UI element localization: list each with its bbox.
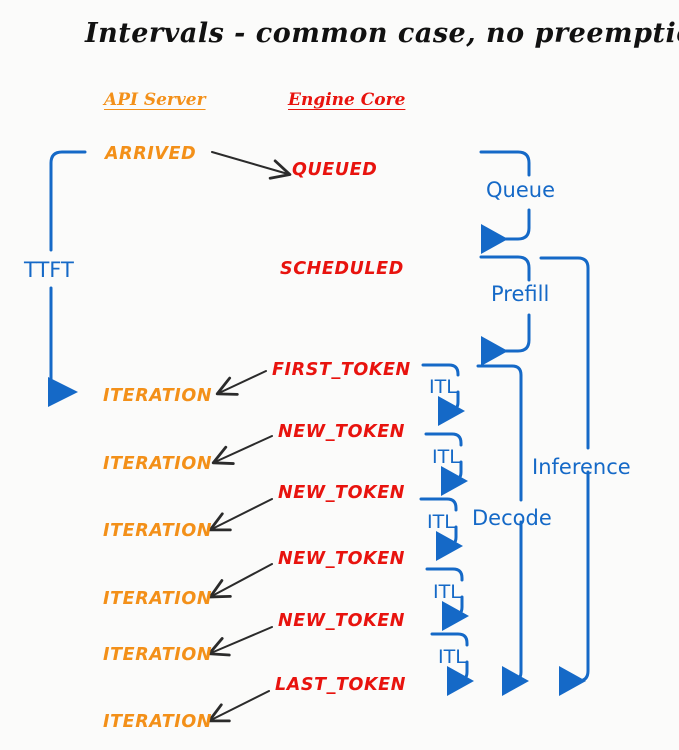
- interval-label-itl-5: ITL: [438, 646, 466, 668]
- interval-label-inference: Inference: [532, 455, 631, 479]
- arrow-new-token-to-iteration-2: [208, 498, 273, 532]
- state-iteration-3: ITERATION: [103, 521, 213, 541]
- state-arrived: ARRIVED: [105, 144, 197, 164]
- interval-label-prefill: Prefill: [491, 282, 550, 306]
- itl-bracket-1-bottom: [438, 390, 465, 426]
- column-header-api-server: API Server: [104, 90, 206, 110]
- state-iteration-4: ITERATION: [103, 589, 213, 609]
- state-last-token: LAST_TOKEN: [275, 675, 406, 695]
- interval-label-itl-2: ITL: [432, 446, 460, 468]
- itl-bracket-1-top: [421, 363, 460, 377]
- state-new-token-1: NEW_TOKEN: [278, 422, 406, 442]
- inference-bracket: [539, 256, 590, 696]
- queue-bracket: [479, 150, 531, 254]
- interval-label-decode: Decode: [472, 506, 552, 530]
- itl-bracket-5-bottom: [447, 660, 474, 696]
- arrow-first-token-to-iteration: [215, 370, 267, 396]
- arrow-last-token-to-iteration: [207, 690, 270, 723]
- state-queued: QUEUED: [292, 160, 378, 180]
- itl-bracket-4-top: [425, 567, 464, 582]
- state-iteration-5: ITERATION: [103, 645, 213, 665]
- itl-bracket-2-bottom: [441, 460, 468, 496]
- arrow-new-token-to-iteration-1: [211, 435, 273, 465]
- interval-label-ttft: TTFT: [24, 258, 74, 282]
- state-iteration-2: ITERATION: [103, 454, 213, 474]
- state-iteration-1: ITERATION: [103, 386, 213, 406]
- state-new-token-3: NEW_TOKEN: [278, 549, 406, 569]
- column-header-engine-core: Engine Core: [288, 90, 406, 110]
- interval-label-itl-1: ITL: [429, 376, 457, 398]
- arrow-arrived-to-queued: [211, 151, 292, 180]
- arrow-new-token-to-iteration-4: [207, 626, 273, 657]
- page-title: Intervals - common case, no preemptions: [85, 18, 679, 49]
- itl-bracket-3-bottom: [436, 525, 463, 561]
- interval-label-itl-3: ITL: [427, 511, 455, 533]
- decode-bracket: [476, 364, 529, 696]
- transition-arrows: [207, 151, 292, 723]
- itl-bracket-3-top: [419, 497, 458, 512]
- arrow-new-token-to-iteration-3: [208, 563, 273, 599]
- state-iteration-6: ITERATION: [103, 712, 213, 732]
- state-new-token-4: NEW_TOKEN: [278, 611, 406, 631]
- interval-label-queue: Queue: [486, 178, 555, 202]
- state-scheduled: SCHEDULED: [280, 259, 404, 279]
- itl-bracket-5-top: [430, 632, 469, 647]
- itl-bracket-2-top: [424, 432, 463, 447]
- itl-bracket-4-bottom: [442, 595, 469, 631]
- state-first-token: FIRST_TOKEN: [272, 360, 411, 380]
- ttft-bracket: [48, 150, 87, 407]
- state-new-token-2: NEW_TOKEN: [278, 483, 406, 503]
- prefill-bracket: [479, 255, 531, 366]
- interval-label-itl-4: ITL: [433, 581, 461, 603]
- itl-brackets: [419, 363, 474, 696]
